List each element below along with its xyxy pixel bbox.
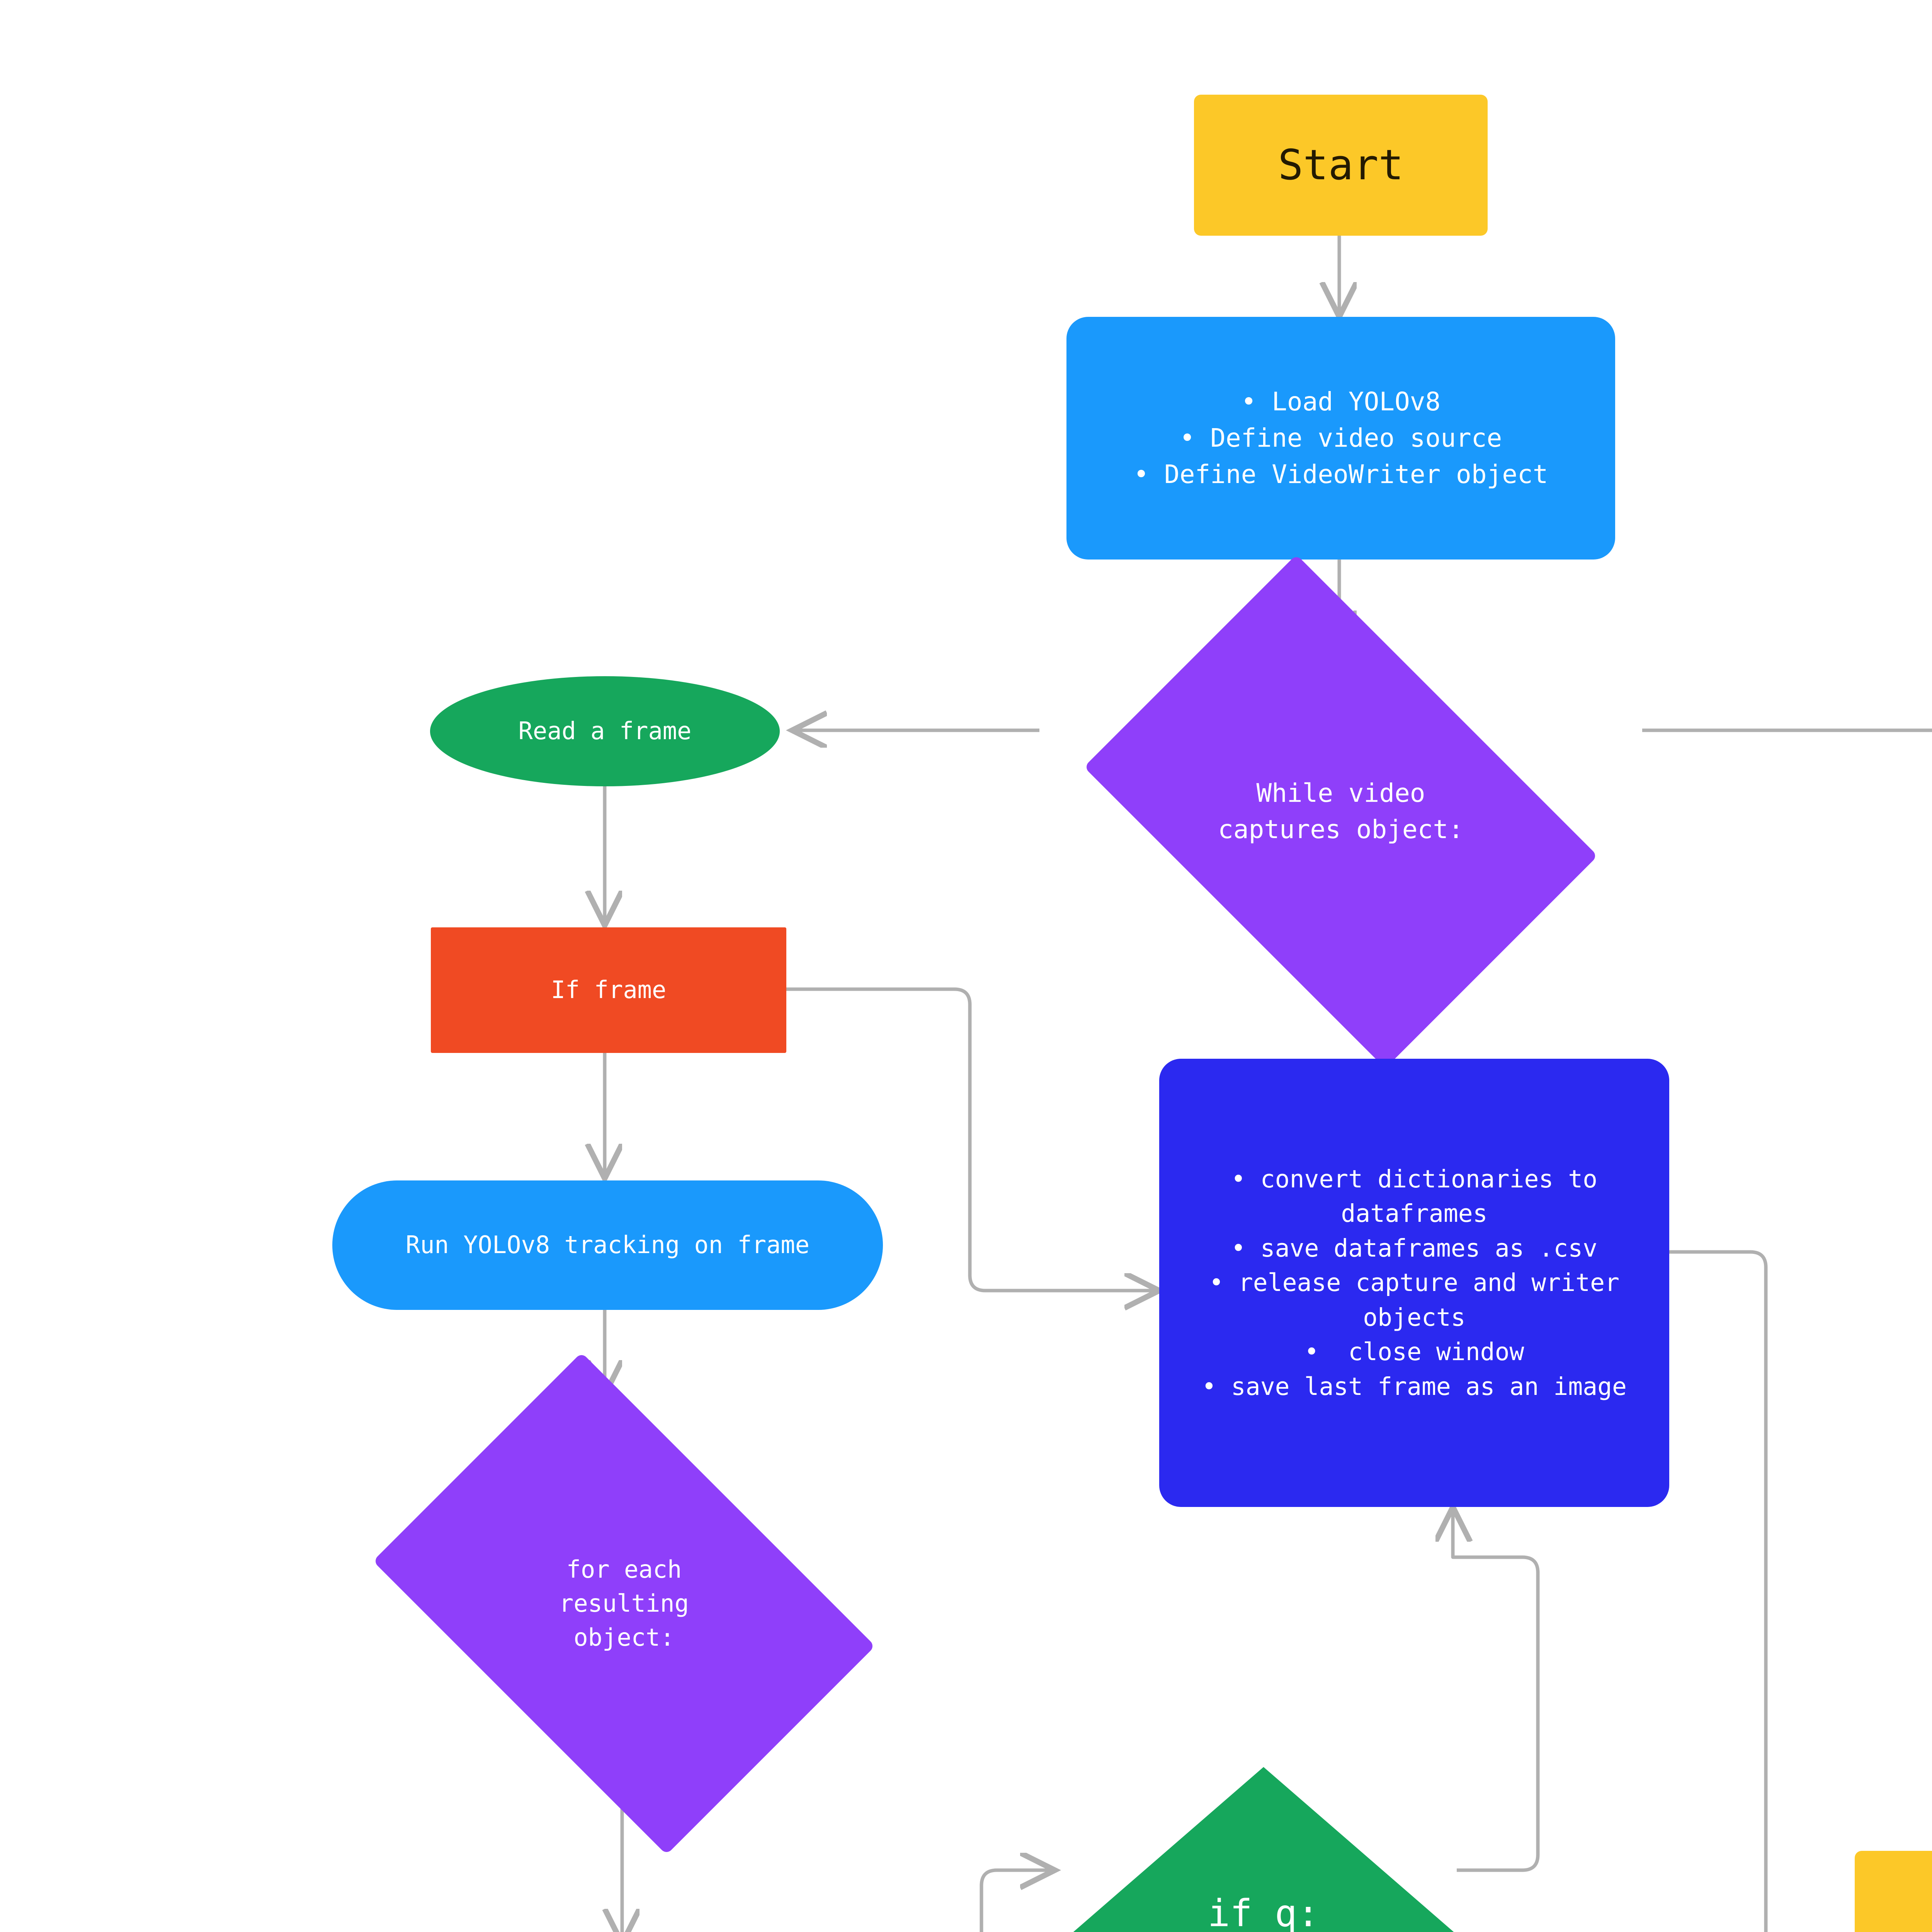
node-if-frame[interactable]: If frame [431, 927, 786, 1053]
node-run-tracking[interactable]: Run YOLOv8 tracking on frame [332, 1180, 883, 1310]
node-read-frame-label: Read a frame [518, 717, 692, 745]
node-cleanup[interactable]: convert dictionaries to dataframes save … [1159, 1059, 1669, 1507]
node-for-each[interactable]: for each resulting object: [330, 1352, 918, 1855]
edge-frameops-to-ifq [980, 1870, 1055, 1932]
bullet-item: Define VideoWriter object [1066, 456, 1615, 493]
node-if-q-label: if q: [1208, 1891, 1320, 1932]
bullet-item: close window [1159, 1335, 1669, 1369]
node-setup[interactable]: Load YOLOv8 Define video source Define V… [1066, 317, 1615, 560]
bullet-item: release capture and writer objects [1159, 1265, 1669, 1335]
bullet-item: save last frame as an image [1159, 1369, 1669, 1404]
bullet-item: save dataframes as .csv [1159, 1231, 1669, 1265]
node-if-q[interactable]: if q: [1043, 1760, 1484, 1932]
node-while-video-label: While video captures object: [1218, 778, 1464, 844]
bullet-item: convert dictionaries to dataframes [1159, 1162, 1669, 1231]
edge-ifq-to-cleanup [1453, 1507, 1540, 1872]
node-if-frame-label: If frame [551, 976, 667, 1004]
edge-while-to-end [1642, 728, 1932, 732]
node-start[interactable]: Start [1194, 95, 1488, 236]
node-while-video[interactable]: While video captures object: [1039, 554, 1642, 1068]
triangle-shape [1073, 1767, 1454, 1932]
node-end[interactable]: end [1855, 1851, 1932, 1932]
bullet-item: Define video source [1066, 420, 1615, 456]
edge-if-frame-to-cleanup [786, 987, 1159, 1291]
edge-cleanup-to-end [1669, 1250, 1768, 1932]
node-for-each-label: for each resulting object: [559, 1555, 689, 1652]
node-setup-bullets: Load YOLOv8 Define video source Define V… [1066, 384, 1615, 492]
node-read-frame[interactable]: Read a frame [430, 676, 780, 786]
node-run-tracking-label: Run YOLOv8 tracking on frame [405, 1231, 810, 1259]
bullet-item: Load YOLOv8 [1066, 384, 1615, 420]
node-start-label: Start [1278, 141, 1404, 189]
node-cleanup-bullets: convert dictionaries to dataframes save … [1159, 1162, 1669, 1404]
